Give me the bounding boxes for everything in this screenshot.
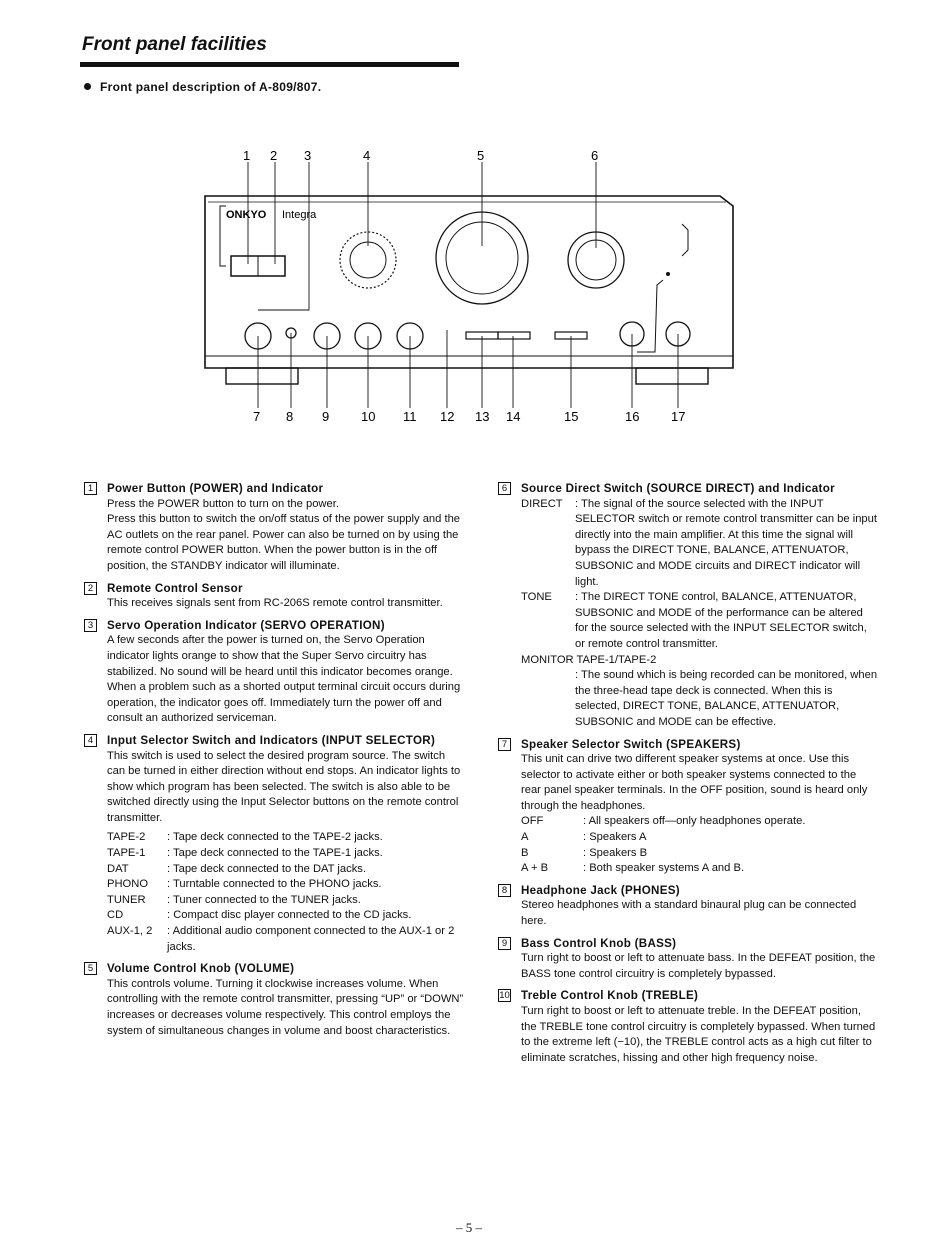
callout-2: 2 xyxy=(270,148,277,163)
section-headphone: 8 Headphone Jack (PHONES) Stereo headpho… xyxy=(498,883,878,930)
page-subtitle: Front panel description of A-809/807. xyxy=(84,80,321,94)
section-heading: Speaker Selector Switch (SPEAKERS) xyxy=(521,737,741,751)
section-number: 5 xyxy=(84,962,97,976)
left-column: 1 Power Button (POWER) and Indicator Pre… xyxy=(84,481,464,1045)
section-number: 3 xyxy=(84,618,97,632)
list-item: A: Speakers A xyxy=(521,831,647,844)
section-heading: Remote Control Sensor xyxy=(107,581,243,595)
section-power: 1 Power Button (POWER) and Indicator Pre… xyxy=(84,481,464,575)
monitor-label: MONITOR TAPE-1/TAPE-2 xyxy=(521,653,657,666)
section-heading: Treble Control Knob (TREBLE) xyxy=(521,989,699,1003)
section-heading: Volume Control Knob (VOLUME) xyxy=(107,962,295,976)
list-item: A + B: Both speaker systems A and B. xyxy=(521,862,745,875)
section-text: A few seconds after the power is turned … xyxy=(107,634,461,725)
speaker-list: OFF: All speakers off—only headphones op… xyxy=(521,814,878,876)
callout-8: 8 xyxy=(286,409,293,424)
section-text: This receives signals sent from RC-206S … xyxy=(107,597,443,610)
input-selector-knob xyxy=(339,231,397,289)
section-treble: 10 Treble Control Knob (TREBLE) Turn rig… xyxy=(498,988,878,1066)
section-input-selector: 4 Input Selector Switch and Indicators (… xyxy=(84,733,464,955)
callout-3: 3 xyxy=(304,148,311,163)
section-heading: Servo Operation Indicator (SERVO OPERATI… xyxy=(107,618,385,632)
callout-6: 6 xyxy=(591,148,598,163)
section-number: 7 xyxy=(498,737,511,751)
left-foot xyxy=(225,367,299,385)
section-speakers: 7 Speaker Selector Switch (SPEAKERS) Thi… xyxy=(498,737,878,877)
section-text: This controls volume. Turning it clockwi… xyxy=(107,977,464,1037)
list-item: B: Speakers B xyxy=(521,846,648,859)
callout-7: 7 xyxy=(253,409,260,424)
section-heading: Source Direct Switch (SOURCE DIRECT) and… xyxy=(521,482,835,495)
callout-1: 1 xyxy=(243,148,250,163)
section-heading: Bass Control Knob (BASS) xyxy=(521,936,677,950)
callout-9: 9 xyxy=(322,409,329,424)
list-item: DAT: Tape deck connected to the DAT jack… xyxy=(107,862,367,875)
page-number: – 5 – xyxy=(456,1220,482,1235)
callout-15: 15 xyxy=(564,409,578,424)
page-title: Front panel facilities xyxy=(82,34,267,55)
callout-13: 13 xyxy=(475,409,489,424)
section-heading: Power Button (POWER) and Indicator xyxy=(107,482,324,495)
tone-text: : The DIRECT TONE control, BALANCE, ATTE… xyxy=(575,591,867,650)
right-foot xyxy=(635,367,709,385)
section-remote-sensor: 2 Remote Control Sensor This receives si… xyxy=(84,581,464,612)
section-number: 1 xyxy=(84,482,97,495)
model-logo: Integra xyxy=(282,209,317,221)
front-panel-diagram: ONKYO Integra 1 2 3 4 5 6 7 8 xyxy=(204,148,734,424)
monitor-text: : The sound which is being recorded can … xyxy=(575,669,878,728)
callout-16: 16 xyxy=(625,409,639,424)
input-list: TAPE-2: Tape deck connected to the TAPE-… xyxy=(107,830,464,955)
list-item: PHONO: Turntable connected to the PHONO … xyxy=(107,878,382,891)
section-number: 4 xyxy=(84,733,97,747)
section-text: Turn right to boost or left to attenuate… xyxy=(521,1005,876,1064)
right-column: 6 Source Direct Switch (SOURCE DIRECT) a… xyxy=(498,481,878,1072)
section-text: Press the POWER button to turn on the po… xyxy=(107,497,339,510)
section-number: 8 xyxy=(498,883,511,897)
section-text: Stereo headphones with a standard binaur… xyxy=(521,899,857,928)
bullet-icon xyxy=(84,83,91,90)
title-rule xyxy=(80,62,459,67)
section-number: 2 xyxy=(84,581,97,595)
section-text: This unit can drive two different speake… xyxy=(521,753,868,812)
section-text: Press this button to switch the on/off s… xyxy=(107,513,461,572)
callout-10: 10 xyxy=(361,409,375,424)
list-item: TUNER: Tuner connected to the TUNER jack… xyxy=(107,893,361,906)
tone-label: TONE xyxy=(521,591,552,604)
callout-4: 4 xyxy=(363,148,370,163)
section-number: 6 xyxy=(498,482,511,495)
callout-5: 5 xyxy=(477,148,484,163)
direct-label: DIRECT xyxy=(521,497,563,510)
section-text: Turn right to boost or left to attenuate… xyxy=(521,952,876,980)
callout-17: 17 xyxy=(671,409,685,424)
list-item: TAPE-2: Tape deck connected to the TAPE-… xyxy=(107,831,383,844)
section-bass: 9 Bass Control Knob (BASS) Turn right to… xyxy=(498,936,878,983)
amp-chassis xyxy=(204,195,734,369)
list-item: OFF: All speakers off—only headphones op… xyxy=(521,815,806,828)
callout-12: 12 xyxy=(440,409,454,424)
section-number: 9 xyxy=(498,936,511,950)
subtitle-text: Front panel description of A-809/807. xyxy=(100,80,322,94)
list-item: AUX-1, 2: Additional audio component con… xyxy=(107,925,455,953)
brand-logo: ONKYO xyxy=(226,209,267,221)
direct-text: : The signal of the source selected with… xyxy=(575,497,877,588)
subsonic-switch xyxy=(497,331,531,340)
section-heading: Headphone Jack (PHONES) xyxy=(521,883,680,897)
section-number: 10 xyxy=(498,989,511,1003)
section-servo: 3 Servo Operation Indicator (SERVO OPERA… xyxy=(84,618,464,727)
list-item: CD: Compact disc player connected to the… xyxy=(107,909,412,922)
callout-14: 14 xyxy=(506,409,520,424)
section-source-direct: 6 Source Direct Switch (SOURCE DIRECT) a… xyxy=(498,481,878,731)
section-heading: Input Selector Switch and Indicators (IN… xyxy=(107,733,436,747)
section-text: This switch is used to select the desire… xyxy=(107,749,461,824)
list-item: TAPE-1: Tape deck connected to the TAPE-… xyxy=(107,847,383,860)
callout-11: 11 xyxy=(403,409,417,424)
section-volume: 5 Volume Control Knob (VOLUME) This cont… xyxy=(84,961,464,1039)
